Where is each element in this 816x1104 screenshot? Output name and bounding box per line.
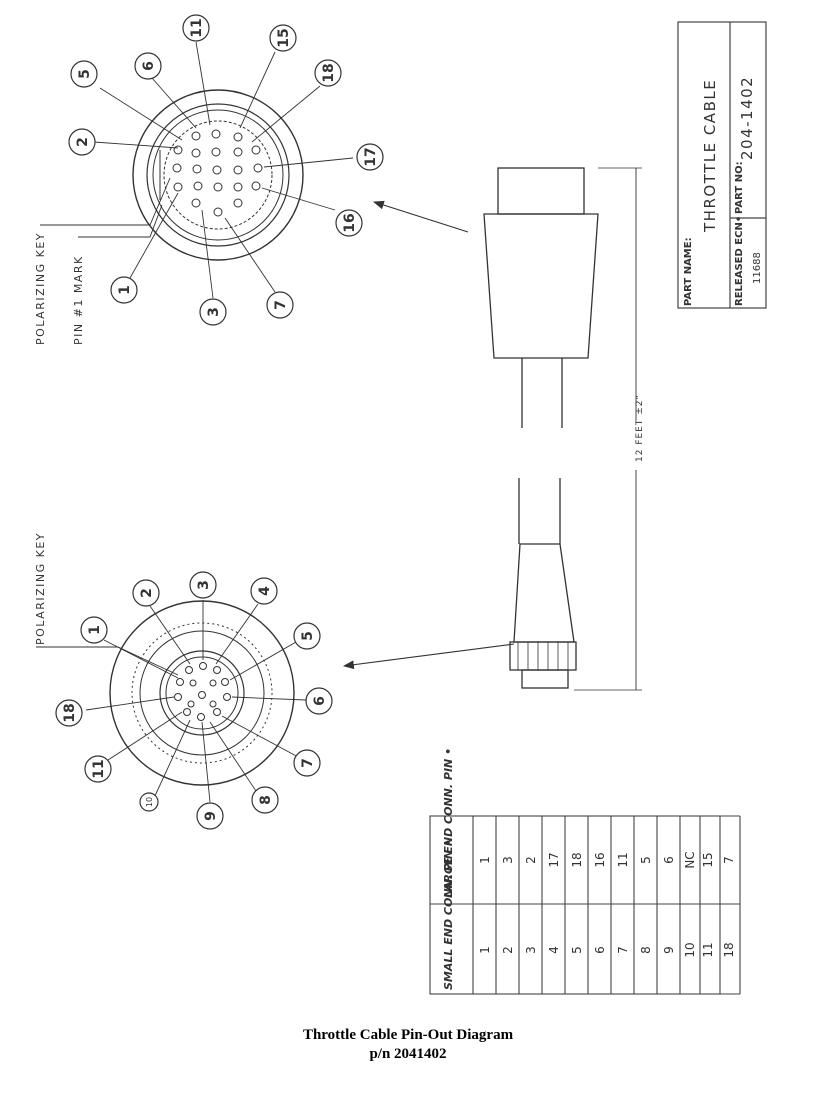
table-cell-large: 6 (662, 856, 676, 864)
small-pin-label: 10 (145, 797, 154, 807)
table-header-large-end: LARGE END CONN. PIN • (442, 748, 455, 898)
large-pin-label: 18 (321, 63, 337, 82)
table-cell-large: 2 (524, 856, 538, 864)
large-pin-label: 16 (342, 213, 358, 232)
released-ecn-label: RELEASED ECN• (734, 216, 745, 306)
table-cell-large: 18 (570, 852, 584, 867)
title-block (677, 21, 767, 309)
large-pin-label: 15 (276, 28, 292, 47)
small-pin-label: 8 (258, 795, 274, 805)
pin-table (429, 815, 721, 995)
table-cell-small: 4 (547, 946, 561, 954)
small-pin-label: 2 (139, 588, 155, 598)
large-pin-label: 6 (141, 61, 157, 71)
part-name-value: THROTTLE CABLE (701, 79, 719, 233)
large-pin-label: 11 (189, 18, 205, 37)
cable-assembly (342, 167, 642, 691)
table-cell-small: 11 (701, 942, 715, 957)
table-cell-large: 3 (501, 856, 515, 864)
small-pin-label: 7 (300, 758, 316, 768)
large-pin-label: 2 (75, 137, 91, 147)
caption-title: Throttle Cable Pin-Out Diagram (302, 1027, 514, 1043)
large-pin-label: 17 (363, 147, 379, 166)
table-cell-large: 16 (593, 852, 607, 867)
table-cell-small: 9 (662, 946, 676, 954)
table-cell-small: 6 (593, 946, 607, 954)
large-end-cap (497, 167, 585, 215)
table-cell-small: 1 (478, 946, 492, 954)
table-cell-large: 17 (547, 852, 561, 867)
part-no-label: PART NO: (734, 161, 745, 214)
small-pin-label: 6 (312, 696, 328, 706)
table-cell-large: 15 (701, 852, 715, 867)
large-connector: 11 15 6 5 18 2 17 16 1 3 7 POLARIZING KE… (34, 14, 384, 345)
small-pin-label: 11 (91, 759, 107, 778)
table-cell-small: 10 (683, 942, 697, 957)
part-no-value: 204-1402 (738, 76, 756, 160)
table-cell-small: 7 (616, 946, 630, 954)
pin1-mark-label: PIN #1 MARK (72, 255, 85, 345)
released-ecn-value: 11688 (752, 252, 763, 284)
table-cell-small: 3 (524, 946, 538, 954)
small-end-nut (509, 641, 577, 671)
table-cell-large: 11 (616, 852, 630, 867)
table-cell-large: 7 (722, 856, 736, 864)
large-polarizing-key-label: POLARIZING KEY (34, 232, 47, 345)
table-cell-large: 5 (639, 856, 653, 864)
small-end-boot (513, 543, 575, 643)
table-cell-large: NC (683, 851, 697, 868)
part-name-label: PART NAME: (683, 237, 694, 306)
large-pin-label: 7 (273, 300, 289, 310)
cable-length-label: 12 FEET ±2" (635, 394, 645, 462)
small-pin-label: 4 (257, 586, 273, 596)
caption-part-number: p/n 2041402 (369, 1046, 447, 1062)
small-pin-label: 5 (300, 631, 316, 641)
small-pin-label: 1 (87, 625, 103, 635)
small-connector: 3 2 4 1 5 18 6 11 7 10 8 9 POLARIZING KE… (34, 532, 333, 830)
large-pin-label: 1 (117, 285, 133, 295)
small-pin-label: 18 (62, 703, 78, 722)
table-cell-large: 1 (478, 856, 492, 864)
table-header-small-end: SMALL END CONN. PIN • (442, 839, 455, 990)
small-pin-label: 3 (196, 580, 212, 590)
table-cell-small: 18 (722, 942, 736, 957)
table-cell-small: 5 (570, 946, 584, 954)
large-pin-label: 3 (206, 307, 222, 317)
table-cell-small: 8 (639, 946, 653, 954)
small-polarizing-key-label: POLARIZING KEY (34, 532, 47, 645)
large-connector-sockets (172, 129, 263, 217)
small-pin-label: 9 (203, 811, 219, 821)
large-pin-label: 5 (77, 69, 93, 79)
table-cell-small: 2 (501, 946, 515, 954)
small-connector-sockets (174, 662, 231, 721)
large-end-boot (483, 213, 599, 359)
